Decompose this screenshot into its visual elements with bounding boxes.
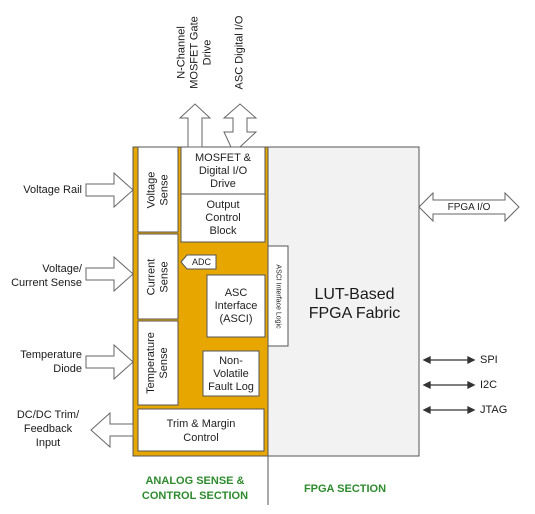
dc-dc-trim-label: DC/DC Trim/ Feedback Input — [2, 408, 94, 450]
output-control-line-3: Block — [209, 225, 237, 237]
adc-tag — [180, 254, 217, 270]
mosfet-drive-line-3: Drive — [210, 177, 236, 190]
fault-log-label: Non- Volatile Fault Log — [203, 352, 259, 396]
fault-log-box — [202, 350, 260, 397]
fpga-fabric-line-2: FPGA Fabric — [308, 305, 401, 322]
asc-digital-io-label: ASC Digital I/O — [233, 15, 246, 89]
gate-drive-arrow — [178, 103, 212, 148]
voltage-current-sense-line-1: Voltage/ — [42, 263, 82, 275]
mosfet-drive-label: MOSFET & Digital I/O Drive — [181, 148, 265, 194]
voltage-current-sense-label: Voltage/ Current Sense — [2, 262, 82, 290]
voltage-rail-arrow — [85, 171, 134, 209]
asc-digital-io-arrow — [222, 103, 258, 148]
fault-log-line-1: Non- — [219, 354, 243, 367]
asci-line-2: Interface — [214, 300, 258, 312]
current-sense-box — [137, 233, 179, 320]
output-control-line-2: Control — [205, 212, 241, 224]
serial-arrows — [422, 355, 476, 415]
voltage-sense-label: Voltage Sense — [138, 147, 178, 232]
fault-log-line-3: Fault Log — [208, 380, 254, 393]
dc-dc-trim-line-2: Feedback — [23, 423, 73, 435]
asci-label: ASC Interface (ASCI) — [207, 276, 265, 337]
i2c-label: I2C — [480, 379, 498, 391]
temperature-diode-line-1: Temperature — [20, 349, 82, 361]
mosfet-drive-box — [180, 146, 266, 195]
voltage-current-sense-arrow — [85, 255, 134, 293]
fpga-fabric-region — [267, 146, 420, 457]
fpga-io-label: FPGA I/O — [447, 201, 491, 213]
analog-section-label: ANALOG SENSE & CONTROL SECTION — [130, 474, 260, 504]
temperature-sense-line-2: Sense — [158, 347, 171, 379]
adc-label: ADC — [191, 257, 211, 267]
analog-section-line-1: ANALOG SENSE & — [145, 475, 245, 487]
fpga-section-label: FPGA SECTION — [303, 483, 387, 495]
fpga-fabric-label: LUT-Based FPGA Fabric — [290, 285, 419, 323]
spi-label: SPI — [480, 354, 498, 366]
trim-margin-label: Trim & Margin Control — [138, 410, 264, 451]
asci-logic-label: ASCI Interface Logic — [274, 263, 282, 329]
asci-logic-box — [267, 245, 289, 347]
voltage-sense-line-1: Voltage — [144, 171, 157, 208]
analog-section-line-2: CONTROL SECTION — [141, 490, 249, 502]
voltage-current-sense-line-2: Current Sense — [11, 277, 82, 289]
voltage-sense-line-2: Sense — [157, 173, 170, 206]
voltage-rail-label: Voltage Rail — [23, 184, 82, 196]
trim-margin-box — [137, 408, 265, 452]
dc-dc-trim-line-1: DC/DC Trim/ — [16, 409, 80, 421]
temperature-diode-label: Temperature Diode — [2, 348, 82, 376]
current-sense-line-2: Sense — [158, 260, 170, 293]
jtag-label: JTAG — [480, 404, 508, 416]
mosfet-drive-line-2: Digital I/O — [198, 164, 248, 177]
gate-drive-line-2: MOSFET Gate — [188, 15, 201, 89]
fault-log-line-2: Volatile — [213, 367, 249, 380]
temperature-sense-box — [137, 320, 179, 406]
trim-margin-line-2: Control — [183, 431, 219, 444]
asci-box — [206, 274, 266, 338]
current-sense-label: Current Sense — [138, 234, 178, 319]
asci-logic-label-wrap: ASCI Interface Logic — [268, 246, 288, 346]
temperature-diode-arrow — [85, 343, 134, 381]
output-control-line-1: Output — [206, 199, 240, 211]
gate-drive-line-3: Drive — [201, 39, 214, 65]
asci-line-3: (ASCI) — [219, 313, 253, 325]
trim-margin-line-1: Trim & Margin — [166, 417, 236, 430]
fpga-io-arrow — [418, 191, 520, 223]
dc-dc-trim-line-3: Input — [35, 437, 61, 449]
temperature-sense-line-1: Temperature — [145, 332, 158, 394]
temperature-diode-line-2: Diode — [53, 363, 82, 375]
current-sense-line-1: Current — [145, 258, 157, 295]
asci-line-1: ASC — [224, 287, 248, 299]
voltage-sense-box — [137, 146, 179, 233]
gate-drive-line-1: N-Channel — [175, 25, 188, 79]
output-control-label: Output Control Block — [181, 195, 265, 242]
fpga-fabric-line-1: LUT-Based — [314, 286, 395, 303]
temperature-sense-label: Temperature Sense — [138, 321, 178, 405]
dc-dc-trim-arrow — [90, 411, 134, 449]
output-control-box — [180, 193, 266, 243]
mosfet-drive-line-1: MOSFET & — [194, 151, 252, 164]
